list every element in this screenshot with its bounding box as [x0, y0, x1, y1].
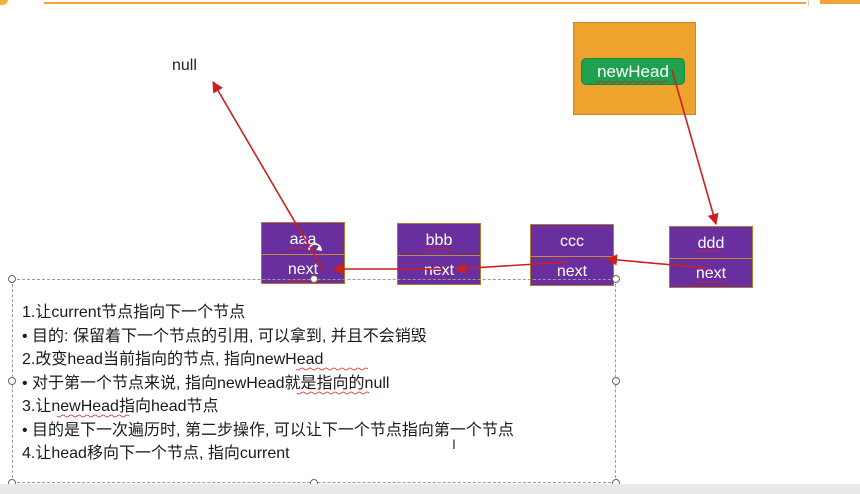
node-aaa[interactable]: aaa next — [261, 222, 345, 284]
step-line: 1.让current节点指向下一个节点 — [22, 304, 246, 321]
node-divider — [262, 254, 344, 255]
spellcheck-underline — [422, 247, 452, 251]
resize-handle-middle-left[interactable] — [8, 377, 16, 385]
node-value: ddd — [697, 235, 725, 252]
toolbar-divider — [808, 0, 809, 6]
node-value: ccc — [560, 233, 584, 250]
text-cursor-icon: Ι — [452, 436, 456, 452]
steps-list: 1.让current节点指向下一个节点 • 目的: 保留着下一个节点的引用, 可… — [22, 301, 514, 466]
arrow-newhead-to-ddd — [671, 69, 719, 226]
title-underline — [44, 2, 806, 4]
null-label: null — [172, 57, 197, 74]
node-value: aaa — [289, 231, 317, 248]
rotate-handle-icon[interactable] — [308, 243, 322, 251]
node-divider — [670, 258, 752, 259]
node-bbb[interactable]: bbb next — [397, 223, 481, 285]
spellcheck-underline — [296, 391, 370, 395]
spellcheck-underline — [56, 414, 130, 418]
step-line: 4.让head移向下一个节点, 指向current — [22, 445, 290, 462]
resize-handle-middle-right[interactable] — [612, 377, 620, 385]
node-next: next — [423, 262, 455, 279]
step-line: 3.让newHead指向head节点 — [22, 398, 219, 415]
newhead-pill[interactable]: newHead — [581, 58, 685, 85]
arrow-aaa-to-null — [212, 81, 324, 271]
node-divider — [398, 255, 480, 256]
node-next: next — [287, 261, 319, 278]
node-divider — [531, 256, 613, 257]
spellcheck-underline — [594, 80, 668, 84]
arrow-ddd-to-ccc — [605, 254, 708, 269]
node-next: next — [695, 265, 727, 282]
bottom-status-strip — [0, 484, 860, 494]
spellcheck-underline — [295, 367, 369, 371]
top-toolbar-strip — [0, 0, 860, 6]
toolbar-accent — [820, 0, 860, 4]
spellcheck-underline — [286, 246, 316, 250]
step-line: 2.改变head当前指向的节点, 指向newHead — [22, 351, 324, 368]
spellcheck-underline — [693, 249, 723, 253]
node-ccc[interactable]: ccc next — [530, 224, 614, 286]
node-next: next — [556, 263, 588, 280]
node-ddd[interactable]: ddd next — [669, 226, 753, 288]
node-value: bbb — [425, 232, 453, 249]
resize-handle-top-left[interactable] — [8, 275, 16, 283]
step-line: • 目的是下一次遍历时, 第二步操作, 可以让下一个节点指向第一个节点 — [22, 421, 514, 439]
step-line: • 目的: 保留着下一个节点的引用, 可以拿到, 并且不会销毁 — [22, 327, 427, 345]
step-line: • 对于第一个节点来说, 指向newHead就是指向的null — [22, 374, 390, 392]
resize-handle-top-right[interactable] — [612, 275, 620, 283]
app-logo-corner — [0, 0, 8, 5]
spellcheck-underline — [693, 280, 727, 284]
arrow-ccc-to-bbb — [454, 261, 569, 274]
resize-handle-top-center[interactable] — [310, 275, 318, 283]
